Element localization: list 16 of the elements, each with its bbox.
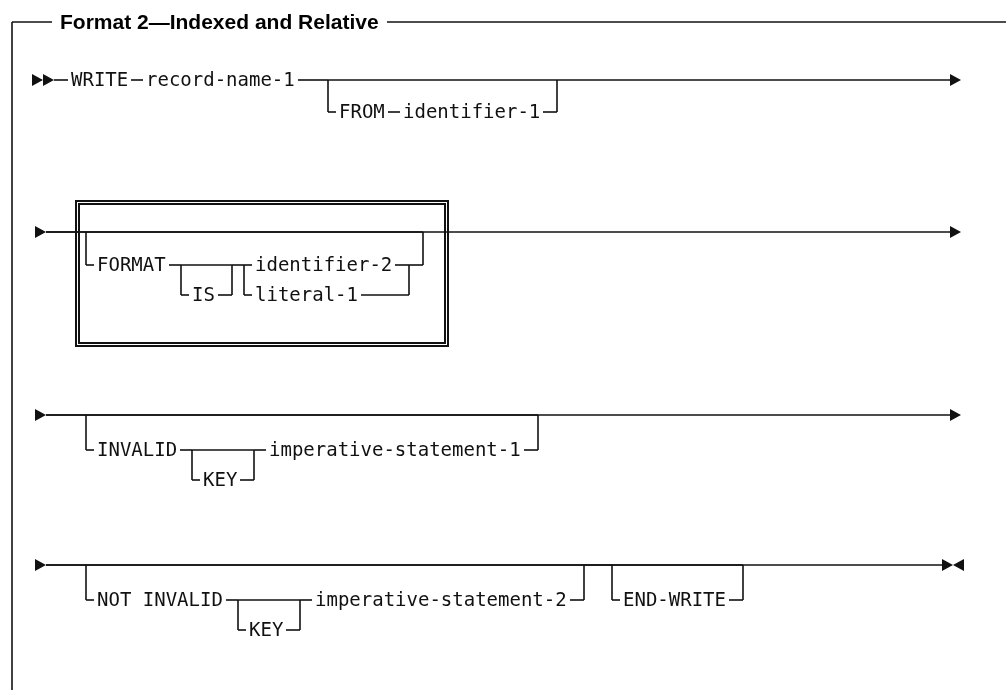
syntax-term: identifier-2	[254, 253, 394, 275]
syntax-term: END-WRITE	[622, 588, 727, 610]
syntax-term: imperative-statement-1	[268, 438, 522, 460]
syntax-term: record-name-1	[145, 68, 296, 90]
syntax-term: NOT INVALID	[96, 588, 224, 610]
syntax-term: imperative-statement-2	[314, 588, 568, 610]
syntax-term: KEY	[202, 468, 239, 490]
syntax-term: WRITE	[70, 68, 130, 90]
syntax-term: INVALID	[96, 438, 179, 460]
syntax-term: literal-1	[254, 283, 359, 305]
syntax-term: identifier-1	[402, 100, 542, 122]
syntax-term: FORMAT	[96, 253, 167, 275]
syntax-term: FROM	[338, 100, 386, 122]
highlighted-clause-box	[75, 200, 449, 347]
syntax-term: KEY	[248, 618, 285, 640]
syntax-term: IS	[191, 283, 216, 305]
